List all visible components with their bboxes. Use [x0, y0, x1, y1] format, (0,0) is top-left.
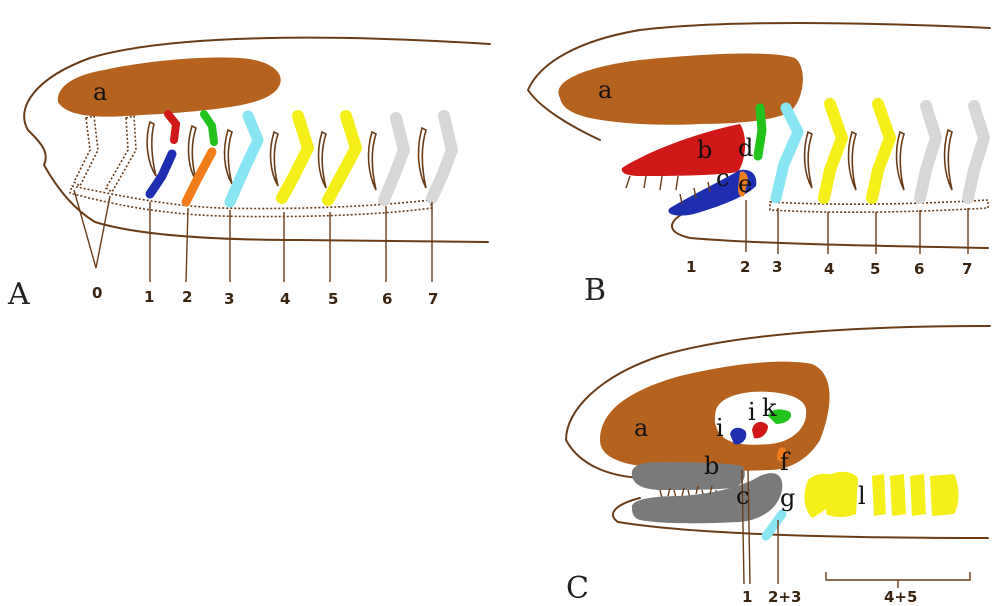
- arch-number-C23: 2+3: [768, 588, 801, 606]
- arch-number-B1: 1: [686, 258, 696, 276]
- arch-number-B3: 3: [772, 258, 782, 276]
- upper-jaw-teeth-B: [626, 176, 678, 190]
- arch-1-upper-red-A: [168, 114, 176, 140]
- panel-A: a A 0 1 2 3 4 5 6 7: [7, 38, 490, 312]
- upper-jaw-b-grey: [632, 462, 745, 490]
- arch-number-C1: 1: [742, 588, 752, 606]
- arch-0-front: [74, 116, 98, 186]
- arch-loop-A5: [319, 132, 326, 188]
- arch-5-yellow-B: [872, 104, 890, 198]
- panel-label-B: B: [584, 273, 606, 308]
- arch-3-cyan-A: [230, 116, 258, 202]
- label-b-C: b: [704, 452, 719, 480]
- element-g-cyan-C: [766, 514, 782, 536]
- arch-4-yellow-A: [282, 116, 308, 198]
- arch-number-A3: 3: [224, 290, 234, 308]
- arch-loop-A7: [419, 128, 426, 188]
- panel-B: a b c d e B 1 2 3 4 5 6 7: [528, 23, 990, 308]
- arch-loop-A3: [225, 130, 232, 184]
- label-a-C: a: [634, 414, 648, 442]
- arch-loop-A6: [369, 132, 376, 190]
- arch-loop-A4: [271, 132, 278, 186]
- head-outline-B-lower: [672, 210, 988, 248]
- label-c-B: c: [716, 164, 729, 192]
- arch-number-A6: 6: [382, 290, 392, 308]
- label-a-B: a: [598, 76, 612, 104]
- arch-number-B4: 4: [824, 260, 834, 278]
- ventral-bar-A: [70, 186, 432, 217]
- arch-7-grey-B: [968, 106, 984, 198]
- arch-loop-B2: [849, 132, 856, 190]
- element-l-yellow-arches: [805, 472, 959, 518]
- arch-number-A2: 2: [182, 288, 192, 306]
- label-l-C: l: [858, 482, 866, 510]
- arch-number-A0: 0: [92, 284, 102, 302]
- arch-loop-B1: [805, 132, 812, 188]
- label-i-C-1: i: [716, 414, 724, 442]
- label-k-C: k: [762, 394, 777, 422]
- arch-0-back: [106, 116, 136, 192]
- panel-C: a b c f g i i k l C 1 2+3 4+5: [566, 326, 990, 606]
- arch-5-yellow-A: [328, 116, 356, 200]
- arch-loop-A2: [189, 126, 196, 180]
- label-d-B: d: [738, 134, 753, 162]
- arch-loop-A1: [147, 122, 156, 176]
- arch-number-A7: 7: [428, 290, 438, 308]
- label-g-C: g: [780, 484, 795, 512]
- arch-number-A1: 1: [144, 288, 154, 306]
- arch-number-C45: 4+5: [884, 588, 917, 606]
- arch-number-A5: 5: [328, 290, 338, 308]
- arch-number-B7: 7: [962, 260, 972, 278]
- panel-label-A: A: [7, 277, 30, 312]
- arch-loop-B3: [897, 132, 904, 190]
- cranium-A: [58, 58, 281, 117]
- label-c-C: c: [736, 482, 749, 510]
- arch-2-upper-green-A: [204, 114, 214, 142]
- arch-number-B5: 5: [870, 260, 880, 278]
- label-b-B: b: [697, 136, 712, 164]
- element-d-green: [758, 108, 762, 156]
- arch-loop-B4: [945, 130, 952, 190]
- label-a-A: a: [93, 78, 107, 106]
- panel-label-C: C: [566, 571, 589, 606]
- arch-4-yellow-B: [824, 104, 842, 198]
- arch-6-grey-B: [920, 106, 936, 198]
- arch-6-grey-A: [384, 118, 404, 200]
- label-i-C-2: i: [748, 398, 756, 426]
- cranium-B: [558, 54, 802, 125]
- arch-number-B6: 6: [914, 260, 924, 278]
- ventral-bar-B: [770, 200, 988, 212]
- arch-7-grey-A: [432, 116, 452, 198]
- label-e-B: e: [738, 170, 752, 198]
- arch-number-B2: 2: [740, 258, 750, 276]
- arch-number-A4: 4: [280, 290, 290, 308]
- arch-3-cyan-B: [776, 108, 798, 198]
